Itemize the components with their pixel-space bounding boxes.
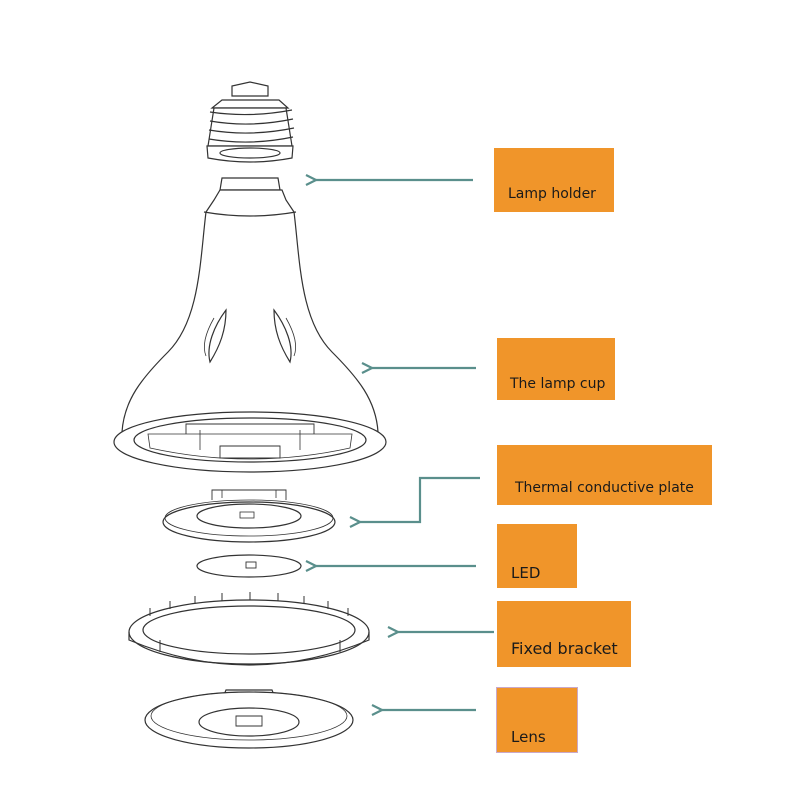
fixed-bracket-part: [128, 592, 370, 666]
label-lamp-cup: The lamp cup: [510, 376, 606, 392]
label-lens: Lens: [511, 728, 546, 746]
arrows: [316, 180, 494, 710]
label-box-lamp-cup: The lamp cup: [497, 338, 615, 400]
arrow-thermal-plate: [360, 476, 480, 522]
label-box-fixed-bracket: Fixed bracket: [497, 601, 631, 667]
label-box-lens: Lens: [496, 687, 578, 753]
label-fixed-bracket: Fixed bracket: [511, 639, 618, 658]
label-lamp-holder: Lamp holder: [508, 186, 596, 202]
lamp-holder-part: [206, 81, 295, 163]
label-box-thermal-plate: Thermal conductive plate: [497, 445, 712, 505]
label-box-lamp-holder: Lamp holder: [494, 148, 614, 212]
label-box-led: LED: [497, 524, 577, 588]
lamp-cup-part: [113, 177, 387, 473]
label-led: LED: [511, 564, 541, 582]
thermal-plate-part: [162, 489, 336, 543]
label-thermal-plate: Thermal conductive plate: [515, 480, 694, 496]
lens-part: [144, 689, 354, 749]
led-part: [196, 554, 302, 578]
